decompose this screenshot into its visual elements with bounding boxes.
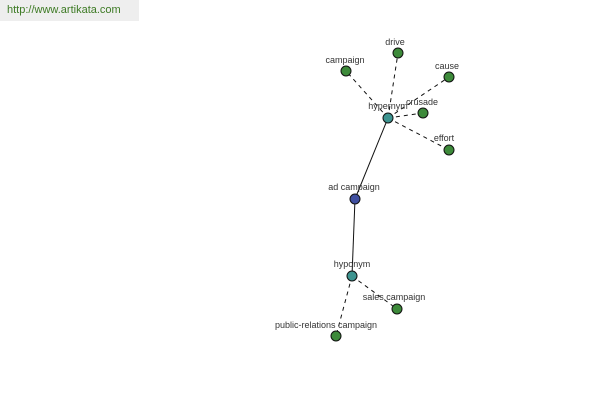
- edge-ad-campaign-to-hyponym: [351, 198, 356, 277]
- node-campaign[interactable]: campaign: [325, 55, 365, 77]
- node-crusade[interactable]: crusade: [406, 97, 438, 119]
- edge-hyponym-to-sales-campaign: [351, 275, 398, 310]
- node-circle-ad-campaign[interactable]: [349, 193, 361, 205]
- node-hyponym[interactable]: hyponym: [334, 259, 371, 282]
- node-circle-cause[interactable]: [443, 71, 455, 83]
- node-drive[interactable]: drive: [385, 37, 405, 59]
- edge-hypernym-to-crusade: [387, 112, 424, 119]
- node-ad-campaign[interactable]: ad campaign: [328, 182, 380, 205]
- node-label-cause: cause: [435, 61, 459, 71]
- edge-ad-campaign-to-hypernym: [354, 117, 389, 200]
- node-circle-drive[interactable]: [392, 47, 404, 59]
- node-label-public-relations-campaign: public-relations campaign: [275, 320, 377, 330]
- node-circle-effort[interactable]: [443, 144, 455, 156]
- edge-hypernym-to-effort: [387, 117, 450, 151]
- node-circle-sales-campaign[interactable]: [391, 303, 403, 315]
- node-circle-crusade[interactable]: [417, 107, 429, 119]
- edge-hypernym-to-drive: [387, 52, 399, 119]
- node-public-relations-campaign[interactable]: public-relations campaign: [275, 320, 377, 342]
- nodes-layer: ad campaign hypernym hyponym campaign drive c…: [275, 37, 459, 342]
- source-url-link[interactable]: http://www.artikata.com: [0, 0, 139, 21]
- node-label-sales-campaign: sales campaign: [363, 292, 426, 302]
- node-label-hypernym: hypernym: [368, 101, 408, 111]
- edge-hyponym-to-public-relations-campaign: [335, 275, 353, 337]
- node-label-drive: drive: [385, 37, 405, 47]
- node-label-hyponym: hyponym: [334, 259, 371, 269]
- node-circle-hyponym[interactable]: [346, 270, 358, 282]
- node-hypernym[interactable]: hypernym: [368, 101, 408, 124]
- node-label-crusade: crusade: [406, 97, 438, 107]
- edges-layer: [335, 52, 450, 337]
- node-cause[interactable]: cause: [435, 61, 459, 83]
- node-circle-hypernym[interactable]: [382, 112, 394, 124]
- node-label-campaign: campaign: [325, 55, 364, 65]
- node-circle-campaign[interactable]: [340, 65, 352, 77]
- node-label-effort: effort: [434, 133, 455, 143]
- node-effort[interactable]: effort: [434, 133, 455, 156]
- node-circle-public-relations-campaign[interactable]: [330, 330, 342, 342]
- node-label-ad-campaign: ad campaign: [328, 182, 380, 192]
- node-sales-campaign[interactable]: sales campaign: [363, 292, 426, 315]
- edge-hypernym-to-campaign: [345, 70, 389, 119]
